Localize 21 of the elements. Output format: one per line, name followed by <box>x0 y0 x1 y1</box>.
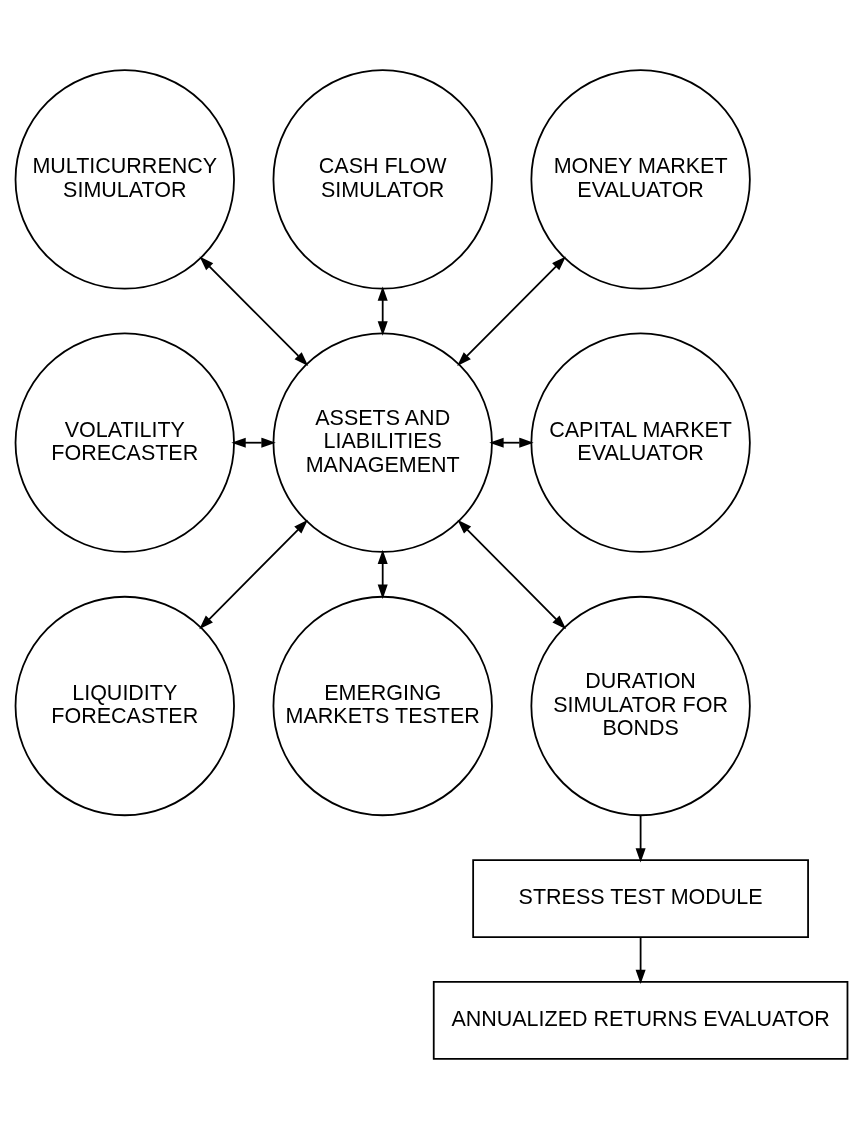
arrow <box>199 519 308 630</box>
arrow <box>635 814 646 863</box>
node-circle: ASSETS AND LIABILITIES MANAGEMENT <box>272 332 493 553</box>
node-circle: CAPITAL MARKET EVALUATOR <box>530 332 751 553</box>
node-box: STRESS TEST MODULE <box>472 859 809 938</box>
node-circle: MULTICURRENCY SIMULATOR <box>14 69 235 290</box>
arrow <box>635 936 646 985</box>
arrow <box>457 256 566 366</box>
arrow <box>489 437 534 448</box>
arrow <box>231 437 276 448</box>
node-circle: VOLATILITY FORECASTER <box>14 332 235 553</box>
arrow <box>457 519 567 630</box>
arrow <box>377 549 388 599</box>
node-circle: LIQUIDITY FORECASTER <box>14 595 235 817</box>
node-circle: DURATION SIMULATOR FOR BONDS <box>530 595 751 817</box>
node-circle: MONEY MARKET EVALUATOR <box>530 69 751 290</box>
node-circle: EMERGING MARKETS TESTER <box>272 595 493 817</box>
node-box: ANNUALIZED RETURNS EVALUATOR <box>432 980 849 1060</box>
arrow <box>199 256 309 366</box>
node-circle: CASH FLOW SIMULATOR <box>272 69 493 290</box>
arrow <box>377 286 388 336</box>
